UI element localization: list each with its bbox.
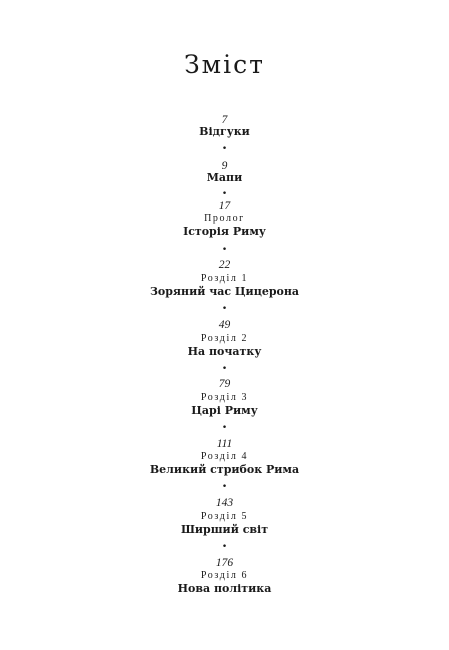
toc-section-label: Розділ 6 [200, 570, 249, 581]
toc-entry-title[interactable]: Царі Риму [191, 404, 258, 417]
toc-entry-title[interactable]: Нова політика [177, 582, 272, 595]
separator-dot: • [221, 189, 228, 199]
separator-dot: • [221, 364, 228, 374]
separator-dot: • [221, 245, 228, 255]
toc-page-number: 143 [215, 497, 234, 509]
toc-page-number: 111 [216, 438, 233, 450]
toc-page-number: 49 [218, 319, 231, 331]
separator-dot: • [221, 423, 228, 433]
separator-dot: • [221, 304, 228, 314]
separator-dot: • [221, 542, 228, 552]
toc-page-number: 79 [218, 378, 231, 390]
toc-section-label: Пролог [204, 213, 245, 224]
toc-entry-title[interactable]: Зоряний час Цицерона [149, 285, 300, 298]
toc-page-number: 7 [221, 114, 228, 126]
toc-entry-title[interactable]: Відгуки [199, 125, 250, 138]
toc-entry-title[interactable]: На початку [187, 345, 262, 358]
toc-entry-title[interactable]: Історія Риму [183, 225, 266, 238]
toc-entry-title[interactable]: Ширший світ [180, 523, 269, 536]
toc-entry-title[interactable]: Мапи [206, 171, 243, 184]
toc-section-label: Розділ 3 [200, 392, 249, 403]
toc-page-number: 176 [215, 557, 234, 569]
separator-dot: • [221, 144, 228, 154]
toc-entry-title[interactable]: Великий стрибок Рима [149, 463, 300, 476]
toc-section-label: Розділ 1 [200, 273, 249, 284]
toc-section-label: Розділ 4 [200, 451, 249, 462]
page-title: Зміст [184, 50, 265, 79]
toc-page-number: 22 [218, 259, 231, 271]
toc-page-number: 17 [218, 200, 231, 212]
separator-dot: • [221, 482, 228, 492]
toc-section-label: Розділ 5 [200, 511, 249, 522]
toc-page-number: 9 [221, 160, 228, 172]
toc-section-label: Розділ 2 [200, 333, 249, 344]
